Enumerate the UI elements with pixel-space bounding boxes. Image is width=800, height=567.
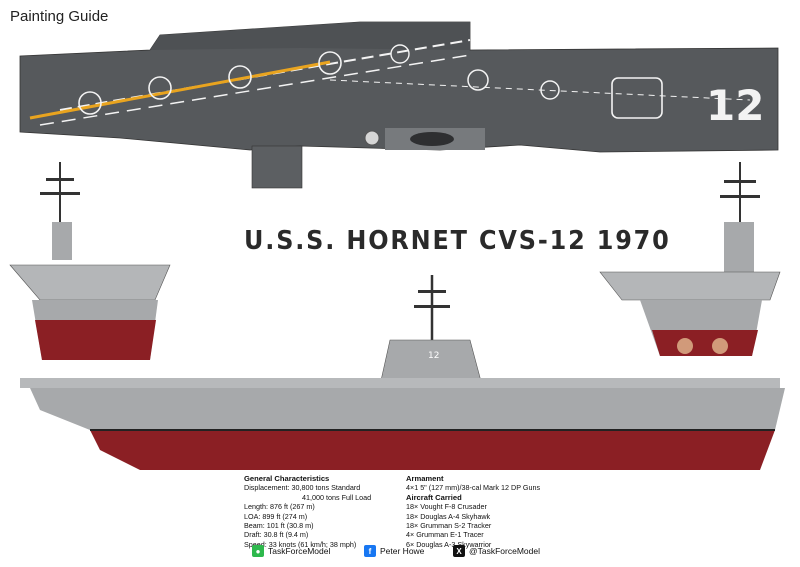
spec-line: Length: 876 ft (267 m) bbox=[244, 502, 315, 512]
x-icon: X bbox=[453, 545, 465, 557]
aircraft-line: 18× Vought F-8 Crusader bbox=[406, 502, 487, 512]
stern-view bbox=[599, 162, 781, 356]
armament-and-aircraft: Armament 4×1 5" (127 mm)/38-cal Mark 12 … bbox=[406, 474, 606, 549]
painting-guide-label: Painting Guide bbox=[10, 8, 109, 25]
island-number: 12 bbox=[428, 351, 439, 361]
general-characteristics: General Characteristics Displacement: 30… bbox=[244, 474, 399, 549]
social-wechat[interactable]: ● TaskForceModel bbox=[252, 545, 330, 557]
flight-deck-top-view bbox=[19, 21, 779, 189]
spec-line: LOA: 899 ft (274 m) bbox=[244, 511, 308, 521]
spec-line: Speed: 33 knots (61 km/h; 38 mph) bbox=[244, 539, 357, 549]
bow-view bbox=[9, 162, 171, 360]
armament-heading: Armament bbox=[406, 474, 444, 483]
page-title: U.S.S. HORNET CVS-12 1970 bbox=[244, 226, 671, 256]
wechat-icon: ● bbox=[252, 545, 264, 557]
armament-line: 4×1 5" (127 mm)/38-cal Mark 12 DP Guns bbox=[406, 483, 541, 493]
facebook-icon: f bbox=[364, 545, 376, 557]
aircraft-heading: Aircraft Carried bbox=[406, 492, 462, 502]
aircraft-line: 4× Grumman E-1 Tracer bbox=[406, 530, 484, 540]
facebook-label: Peter Howe bbox=[380, 546, 425, 556]
social-x[interactable]: X @TaskForceModel bbox=[453, 545, 540, 557]
spec-line: Beam: 101 ft (30.8 m) bbox=[244, 521, 314, 531]
aircraft-line: 6× Douglas A-3 Skywarrior bbox=[406, 539, 492, 549]
island-top-view bbox=[364, 128, 485, 150]
spec-line: Displacement: 30,800 tons Standard bbox=[244, 483, 361, 493]
deck-number: 12 bbox=[706, 81, 764, 130]
spec-line: Draft: 30.8 ft (9.4 m) bbox=[244, 530, 309, 540]
general-heading: General Characteristics bbox=[244, 474, 330, 483]
social-facebook[interactable]: f Peter Howe bbox=[364, 545, 424, 557]
spec-line: 41,000 tons Full Load bbox=[302, 492, 372, 502]
aircraft-line: 18× Grumman S-2 Tracker bbox=[406, 521, 492, 531]
side-profile bbox=[20, 275, 785, 470]
x-label: @TaskForceModel bbox=[469, 546, 540, 556]
wechat-label: TaskForceModel bbox=[268, 546, 331, 556]
aircraft-line: 18× Douglas A-4 Skyhawk bbox=[406, 511, 491, 521]
